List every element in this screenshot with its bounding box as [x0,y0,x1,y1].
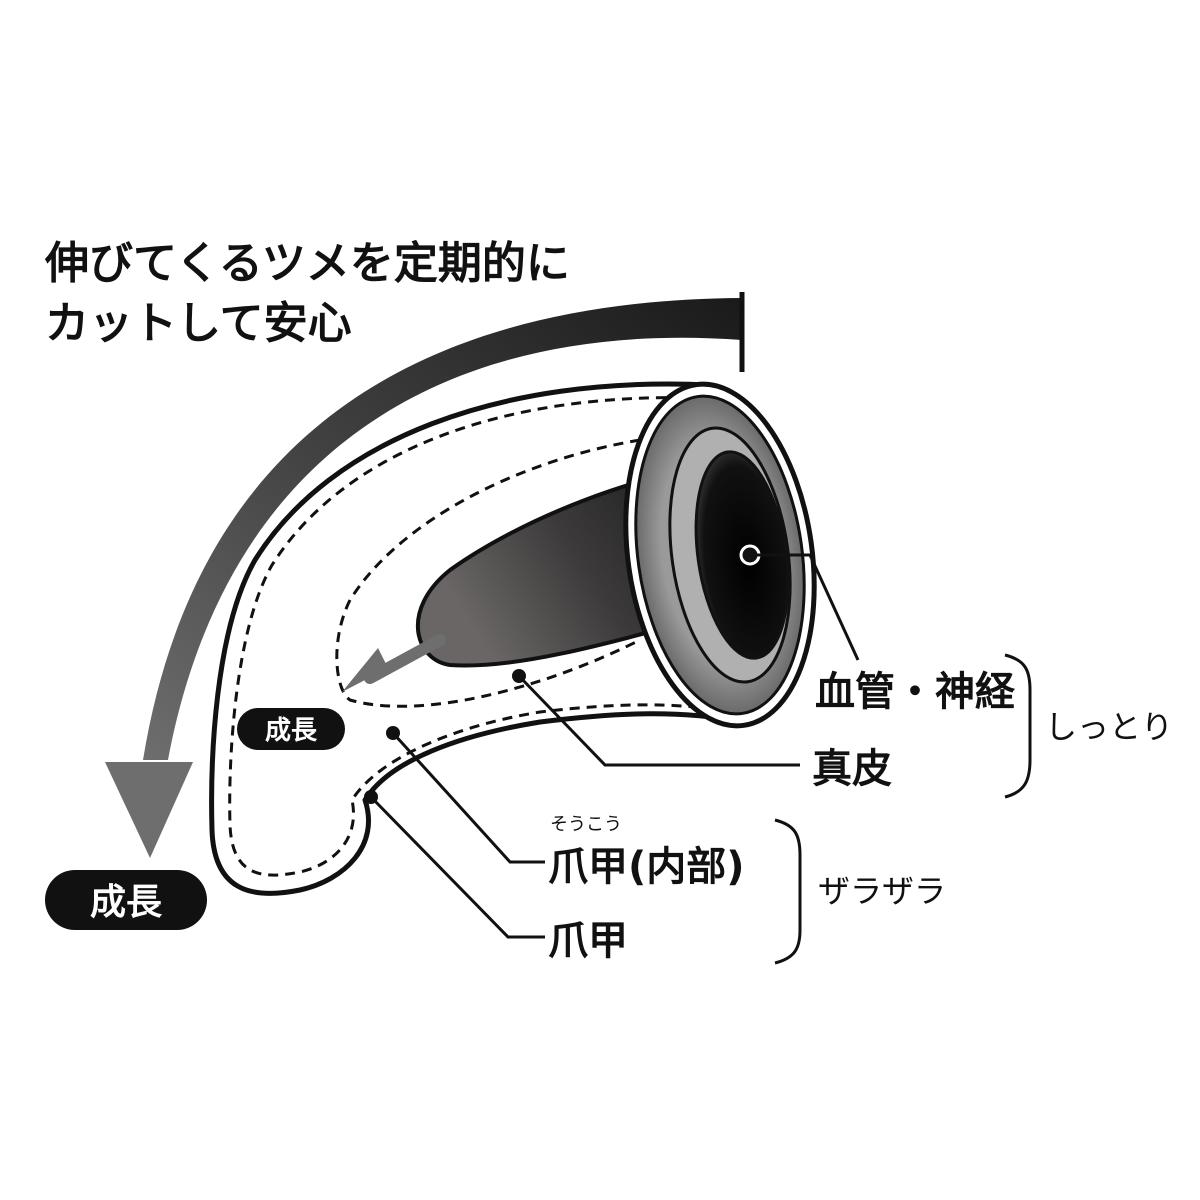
label-claw-inner: 爪甲(内部) [548,844,745,890]
heading-line-1: 伸びてくるツメを定期的に [44,238,570,289]
svg-text:成長: 成長 [90,882,163,923]
label-dermis: 真皮 [812,746,892,792]
label-claw-inner-ruby: そうこう [550,814,622,835]
group-label-rough: ザラザラ [818,872,946,910]
label-claw: 爪甲 [548,918,628,964]
leader-lines [364,553,860,939]
bracket-rough [774,818,802,965]
heading-line-2: カットして安心 [45,298,352,349]
label-vessels-nerves: 血管・神経 [815,669,1016,715]
bracket-moist [1004,653,1032,799]
growth-arrow-large [105,292,745,858]
group-label-moist: しっとり [1045,708,1173,746]
growth-badge-outer: 成長 [45,870,207,930]
growth-badge-inner: 成長 [237,708,345,750]
claw-cross-section [623,381,817,729]
svg-text:成長: 成長 [265,716,318,746]
